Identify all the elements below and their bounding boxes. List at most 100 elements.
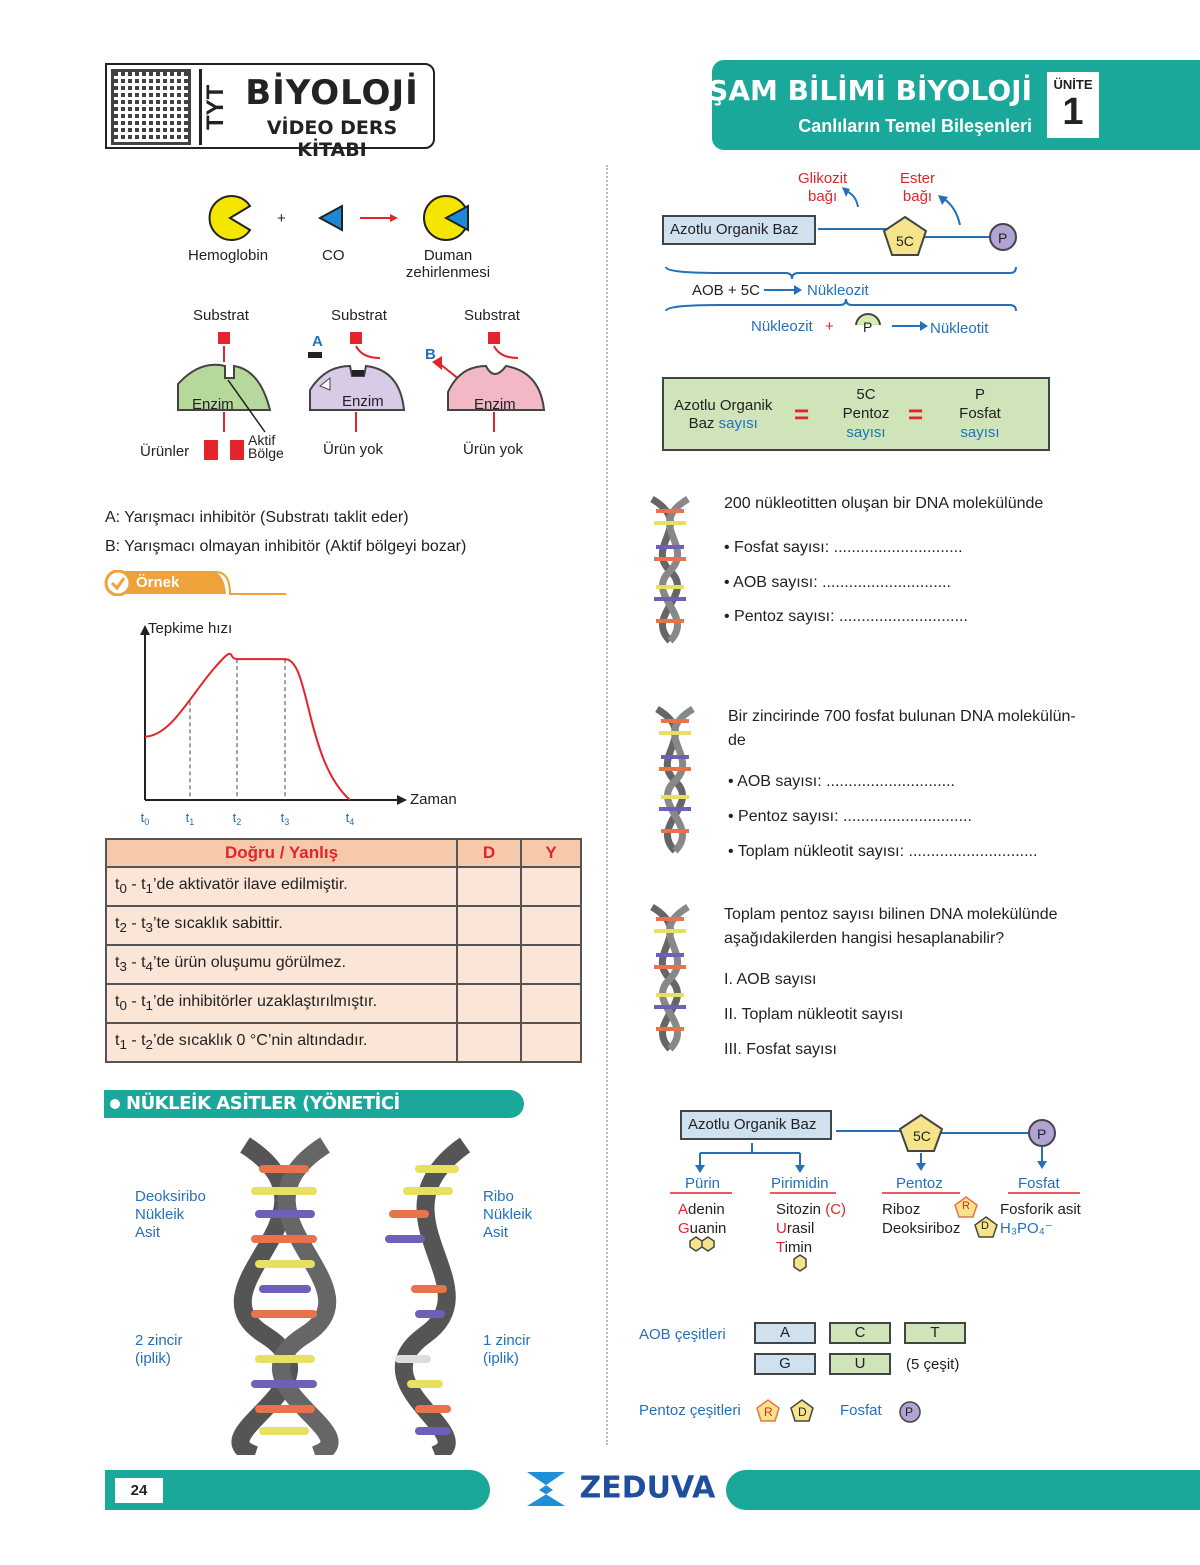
- qr-code[interactable]: [111, 69, 191, 145]
- x-tick-label: t1: [186, 810, 195, 827]
- answer-y-cell[interactable]: [520, 1022, 582, 1063]
- aob-types-label: AOB çeşitleri: [639, 1326, 726, 1343]
- q1-item: • Pentoz sayısı: .......................…: [724, 608, 968, 625]
- phosphate-circle: [989, 223, 1017, 251]
- aob-c: C: [829, 1322, 891, 1344]
- enzim-label-1: Enzim: [192, 396, 234, 413]
- q2-item: • Pentoz sayısı: .......................…: [728, 808, 972, 825]
- unit-number: 1: [1062, 91, 1084, 133]
- answer-d-cell[interactable]: [456, 905, 522, 946]
- answer-d-cell[interactable]: [456, 866, 522, 907]
- ornek-label: Örnek: [136, 574, 180, 591]
- dna-icon-1: [640, 495, 700, 645]
- y-axis-arrow: [140, 625, 150, 635]
- table-question: t0 - t1’de inhibitörler uzaklaştırılmışt…: [105, 983, 458, 1024]
- column-divider: [606, 165, 608, 1445]
- inhibitor-a-text: A: Yarışmacı inhibitör (Substratı taklit…: [105, 509, 409, 526]
- eq2-right: Nükleotit: [930, 320, 989, 337]
- q3-items: I. AOB sayısı II. Toplam nükleotit sayıs…: [724, 962, 903, 1067]
- q3-item: II. Toplam nükleotit sayısı: [724, 1006, 904, 1023]
- plus-sign: +: [277, 210, 286, 227]
- x-axis-arrow: [397, 795, 407, 805]
- answer-y-cell[interactable]: [520, 866, 582, 907]
- q1-item: • AOB sayısı: ..........................…: [724, 573, 951, 591]
- answer-y-cell[interactable]: [520, 944, 582, 985]
- table-header-y: Y: [520, 838, 582, 868]
- aob-a: A: [754, 1322, 816, 1344]
- co-shape: [317, 204, 343, 232]
- answer-d-cell[interactable]: [456, 983, 522, 1024]
- book-header: TYT BİYOLOJİ VİDEO DERS KİTABI: [105, 63, 435, 161]
- q1-title: 200 nükleotitten oluşan bir DNA molekülü…: [724, 495, 1044, 512]
- rna-strand-label: 1 zincir(iplik): [483, 1332, 531, 1367]
- pentoz-d: D: [798, 1405, 807, 1419]
- substrat-1: [218, 332, 230, 344]
- substrat-label-3: Substrat: [464, 307, 520, 324]
- brand-name: ZEDUVA: [579, 1470, 716, 1506]
- q2-item: • AOB sayısı: ..........................…: [728, 773, 955, 790]
- brand-logo[interactable]: ZEDUVA: [525, 1470, 715, 1508]
- tree-p: P: [1037, 1126, 1047, 1142]
- tree-fosfat: Fosfat: [1018, 1175, 1060, 1192]
- table-row: t3 - t4’te ürün oluşumu görülmez.: [105, 944, 582, 985]
- dna-base-pairs: [251, 1165, 317, 1435]
- inhibitor-a-label: A: [312, 333, 323, 350]
- inhibitor-b-text: B: Yarışmacı olmayan inhibitör (Aktif bö…: [105, 538, 467, 555]
- aob-count: (5 çeşit): [906, 1356, 960, 1373]
- x-tick-label: t2: [233, 810, 242, 827]
- nucleotide-structure: [665, 187, 1017, 325]
- eq1-left: AOB + 5C: [692, 282, 760, 299]
- pentagon-5c: [882, 215, 928, 256]
- eq2-p: P: [863, 319, 873, 335]
- answer-y-cell[interactable]: [520, 983, 582, 1024]
- table-header-d: D: [456, 838, 522, 868]
- dna-strand-label: 2 zincir(iplik): [135, 1332, 183, 1367]
- phosphate-label: P: [998, 230, 1008, 246]
- page-number: 24: [115, 1478, 163, 1503]
- enzim-label-2: Enzim: [342, 393, 384, 410]
- tree-purin: Pürin: [685, 1175, 721, 1192]
- answer-d-cell[interactable]: [456, 1022, 522, 1063]
- tree-pentoz: Pentoz: [896, 1175, 943, 1192]
- fosfat-p: P: [905, 1405, 914, 1419]
- q2-items: • AOB sayısı: ..........................…: [728, 764, 1037, 869]
- book-title: BİYOLOJİ: [245, 73, 419, 113]
- chapter-header: YAŞAM BİLİMİ BİYOLOJİ Canlıların Temel B…: [669, 60, 1200, 150]
- q3-item: III. Fosfat sayısı: [724, 1041, 837, 1058]
- q1-items: • Fosfat sayısı: .......................…: [724, 531, 968, 635]
- aob-box: Azotlu Organik Baz: [662, 215, 816, 245]
- eq2-plus: +: [825, 318, 834, 335]
- eq1-right: Nükleozit: [807, 282, 869, 299]
- rna-bases: [385, 1165, 459, 1435]
- answer-d-cell[interactable]: [456, 944, 522, 985]
- book-subtitle: VİDEO DERS KİTABI: [266, 117, 398, 161]
- enzim-label-3: Enzim: [474, 396, 516, 413]
- q3-title: Toplam pentoz sayısı bilinen DNA molekül…: [724, 906, 1058, 947]
- table-row: t2 - t3’te sıcaklık sabittir.: [105, 905, 582, 946]
- table-question: t1 - t2’de sıcaklık 0 °C’nin altındadır.: [105, 1022, 458, 1063]
- tree-aob-box: Azotlu Organik Baz: [680, 1110, 832, 1140]
- x-tick-label: t3: [281, 810, 290, 827]
- table-question: t0 - t1’de aktivatör ilave edilmiştir.: [105, 866, 458, 907]
- x-tick-label: t0: [141, 810, 150, 827]
- enzim-3-shape: [447, 364, 546, 411]
- chapter-subtitle: Canlıların Temel Bileşenleri: [798, 116, 1032, 136]
- fosfat-label: Fosfat: [840, 1402, 882, 1419]
- unit-badge: ÜNİTE 1: [1047, 72, 1099, 138]
- answer-y-cell[interactable]: [520, 905, 582, 946]
- table-row: t1 - t2’de sıcaklık 0 °C’nin altındadır.: [105, 1022, 582, 1063]
- aob-t: T: [904, 1322, 966, 1344]
- urun-yok-label-1: Ürün yok: [323, 441, 384, 458]
- rate-series-line: [144, 652, 351, 801]
- eq2-arrow: [892, 321, 928, 331]
